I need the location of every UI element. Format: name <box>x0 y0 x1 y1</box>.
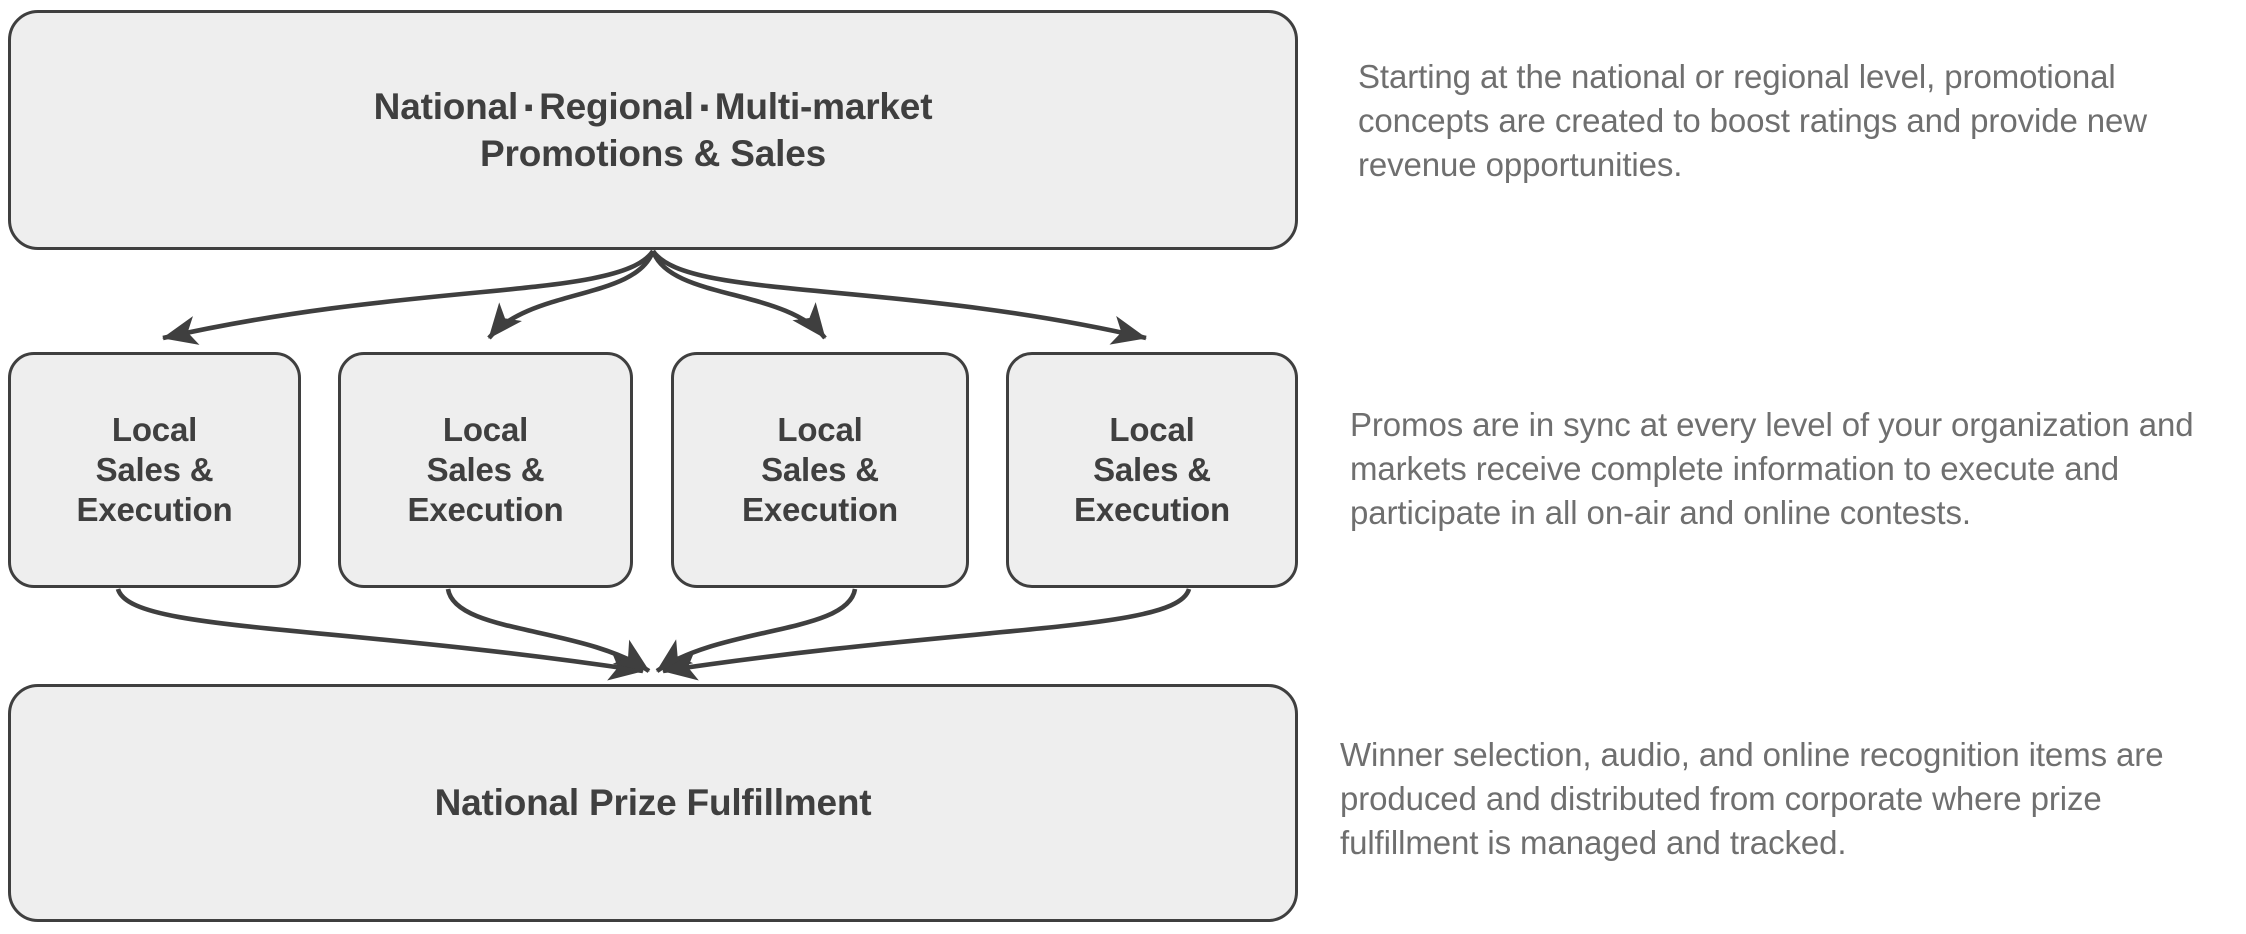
node-local-4-line3: Execution <box>1074 491 1230 529</box>
connector-top-to-local-3 <box>651 249 1147 345</box>
node-local-sales-execution-3[interactable]: Local Sales & Execution <box>671 352 969 588</box>
connector-local-2-to-bottom <box>655 588 858 673</box>
node-local-sales-execution-2[interactable]: Local Sales & Execution <box>338 352 633 588</box>
node-local-1-line1: Local <box>111 410 198 448</box>
connector-top-to-local-0 <box>162 249 655 345</box>
node-local-2-line2: Sales & <box>426 450 545 488</box>
node-local-4-line1: Local <box>1109 410 1195 448</box>
node-local-3-label: Local Sales & Execution <box>742 410 898 531</box>
description-column: Starting at the national or regional lev… <box>1320 0 2246 934</box>
connector-local-3-to-bottom <box>662 588 1192 681</box>
node-local-4-label: Local Sales & Execution <box>1074 410 1230 531</box>
description-paragraph-2: Promos are in sync at every level of you… <box>1350 406 2194 532</box>
connector-top-to-local-2 <box>650 250 827 340</box>
node-top-label-line2: Promotions & Sales <box>480 133 826 174</box>
node-local-1-line3: Execution <box>76 491 233 529</box>
node-local-4-line2: Sales & <box>1093 450 1211 488</box>
node-top-label-multimarket: Multi-market <box>714 85 933 127</box>
bullet-separator-icon-1: ▪ <box>524 91 534 122</box>
connector-local-1-to-bottom <box>445 588 651 673</box>
node-local-3-line1: Local <box>777 410 863 448</box>
node-local-sales-execution-1[interactable]: Local Sales & Execution <box>8 352 301 588</box>
node-top-label-regional: Regional <box>539 85 694 127</box>
description-paragraph-3: Winner selection, audio, and online reco… <box>1340 736 2164 862</box>
node-local-2-line1: Local <box>442 410 529 448</box>
node-top-label-national: National <box>373 85 519 127</box>
node-bottom-label: National Prize Fulfillment <box>434 781 872 823</box>
node-local-3-line3: Execution <box>742 491 898 529</box>
node-top-label: National▪Regional▪Multi-market Promotion… <box>374 83 933 178</box>
node-local-2-label: Local Sales & Execution <box>408 410 564 531</box>
node-local-3-line2: Sales & <box>761 450 879 488</box>
connector-top-to-local-1 <box>487 250 656 340</box>
flow-diagram: National▪Regional▪Multi-market Promotion… <box>8 10 1298 922</box>
bullet-separator-icon-2: ▪ <box>699 91 709 122</box>
node-local-2-line3: Execution <box>407 491 564 529</box>
node-local-1-label: Local Sales & Execution <box>77 410 233 531</box>
description-paragraph-1: Starting at the national or regional lev… <box>1358 58 2148 184</box>
connector-local-0-to-bottom <box>115 588 644 681</box>
node-national-prize-fulfillment[interactable]: National Prize Fulfillment <box>8 684 1298 922</box>
connector-group-fanout <box>162 249 1147 345</box>
connector-group-fanin <box>115 588 1192 681</box>
node-local-1-line2: Sales & <box>95 450 214 488</box>
node-local-sales-execution-4[interactable]: Local Sales & Execution <box>1006 352 1298 588</box>
node-national-regional-promotions[interactable]: National▪Regional▪Multi-market Promotion… <box>8 10 1298 250</box>
